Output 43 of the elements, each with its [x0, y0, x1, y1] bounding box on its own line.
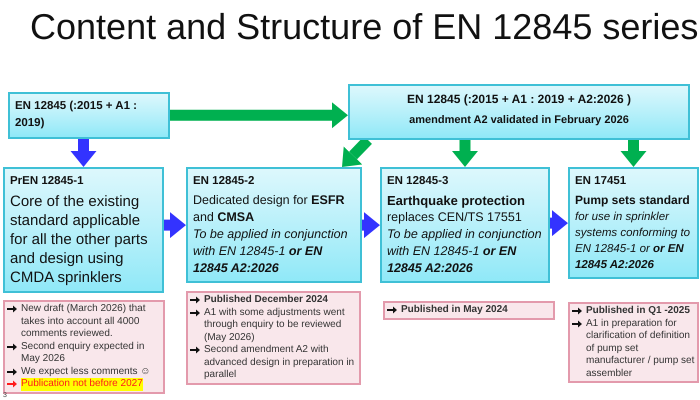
note-text: Published December 2024: [204, 294, 328, 306]
block-arrow: [362, 212, 380, 238]
note-box: [383, 301, 555, 320]
block-arrow: [70, 138, 96, 167]
note-text: We expect less comments ☺: [21, 366, 151, 378]
note-text: New draft (March 2026) that takes into account all 4000 comments reviewed.: [21, 303, 146, 340]
standard-heading: EN 12845-2: [193, 174, 256, 189]
standard-box: [348, 84, 690, 140]
standard-heading: EN 12845-3: [387, 174, 450, 189]
block-arrow: [452, 140, 478, 167]
standard-heading: EN 12845 (:2015 + A1 : 2019): [15, 99, 138, 132]
title: Content and Structure of EN 12845 series: [30, 5, 698, 49]
block-arrow: [170, 102, 348, 128]
standard-heading: EN 17451: [575, 174, 628, 189]
standard-description: To be applied in conjunction with EN 12845-1 or EN 12845 A2:2026: [193, 226, 349, 278]
standard-description: amendment A2 validated in February 2026: [409, 113, 629, 128]
note-box: [568, 302, 699, 383]
highlighted-note: Publication not before 2027: [21, 378, 143, 390]
block-arrow: [164, 212, 186, 238]
standard-box: [380, 167, 550, 284]
standard-description: Earthquake protection: [387, 192, 526, 210]
note-text: Published in May 2024: [401, 304, 508, 316]
standard-description: Pump sets standard: [575, 192, 691, 210]
standard-description: To be applied in conjunction with EN 12845-1 or EN 12845 A2:2026: [387, 226, 543, 278]
standard-description: Core of the existing standard applicable for all the other parts and design using CMDA sprinklers: [10, 192, 149, 288]
standard-box: [8, 92, 170, 138]
note-text: Second amendment A2 with advanced design in preparation in parallel: [204, 344, 356, 382]
block-arrow: [550, 210, 568, 236]
note-text: Second enquiry expected in May 2026: [21, 340, 146, 366]
standard-heading: EN 12845 (:2015 + A1 : 2019 + A2:2026 ): [407, 91, 631, 108]
note-box: [3, 300, 165, 394]
note-text: A1 with some adjustments went through enquiry to be reviewed (May 2026): [204, 306, 346, 344]
standard-description: Dedicated design for ESFR and CMSA: [193, 192, 346, 226]
standard-box: [186, 167, 362, 284]
standard-box: [3, 167, 164, 294]
block-arrow: [620, 140, 646, 167]
standard-box: [568, 167, 699, 280]
standard-description: for use in sprinkler systems conforming to EN 12845-1 or or EN 12845 A2:2026: [575, 210, 692, 274]
note-text: Published in Q1 -2025: [586, 305, 690, 318]
note-text: A1 in preparation for clarification of definition of pump set manufacturer / pump set assembler: [586, 318, 695, 380]
standard-description: replaces CEN/TS 17551: [387, 209, 523, 226]
note-box: [186, 291, 361, 384]
standard-heading: PrEN 12845-1: [10, 174, 85, 189]
